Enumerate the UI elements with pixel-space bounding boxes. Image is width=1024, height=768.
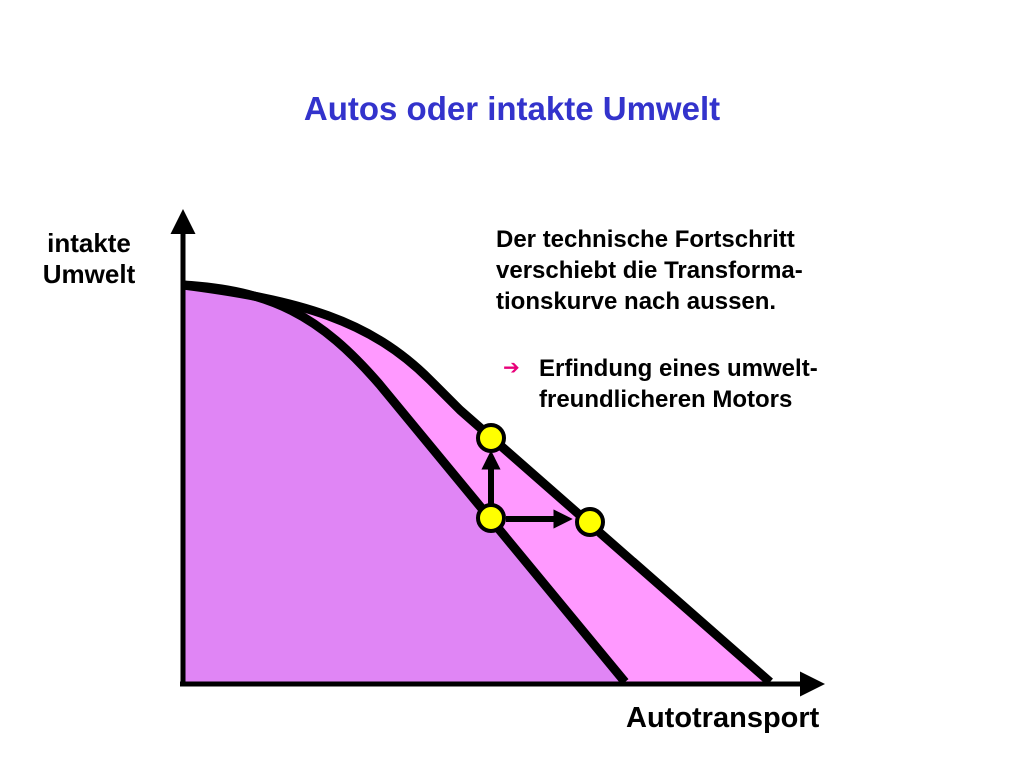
explanation-line-1: Der technische Fortschritt: [496, 226, 795, 253]
inner-transformation-curve: [182, 280, 629, 685]
inner-area: [183, 285, 625, 682]
page-title: Autos oder intakte Umwelt: [303, 90, 721, 127]
explanation-line-2: verschiebt die Transforma-: [496, 257, 803, 285]
explanation-text: Der technische Fortschritt verschiebt di…: [496, 224, 926, 318]
point-more-environment: [476, 423, 506, 453]
point-start: [476, 503, 506, 533]
point-more-cars: [575, 507, 605, 537]
arrow-right-icon: ➔: [503, 357, 520, 379]
explanation-line-3: tionskurve nach aussen.: [496, 288, 777, 316]
bullet-item: ➔ Erfindung eines umwelt- freundlicheren…: [503, 353, 933, 415]
bullet-line-2: freundlicheren Motors: [539, 386, 793, 414]
y-axis-label: intakte Umwelt: [30, 228, 148, 290]
y-axis-label-line-1: intakte: [47, 228, 131, 258]
bullet-line-1: Erfindung eines umwelt-: [539, 355, 818, 382]
x-axis-label: Autotransport: [626, 702, 820, 734]
y-axis-label-line-2: Umwelt: [42, 259, 136, 290]
